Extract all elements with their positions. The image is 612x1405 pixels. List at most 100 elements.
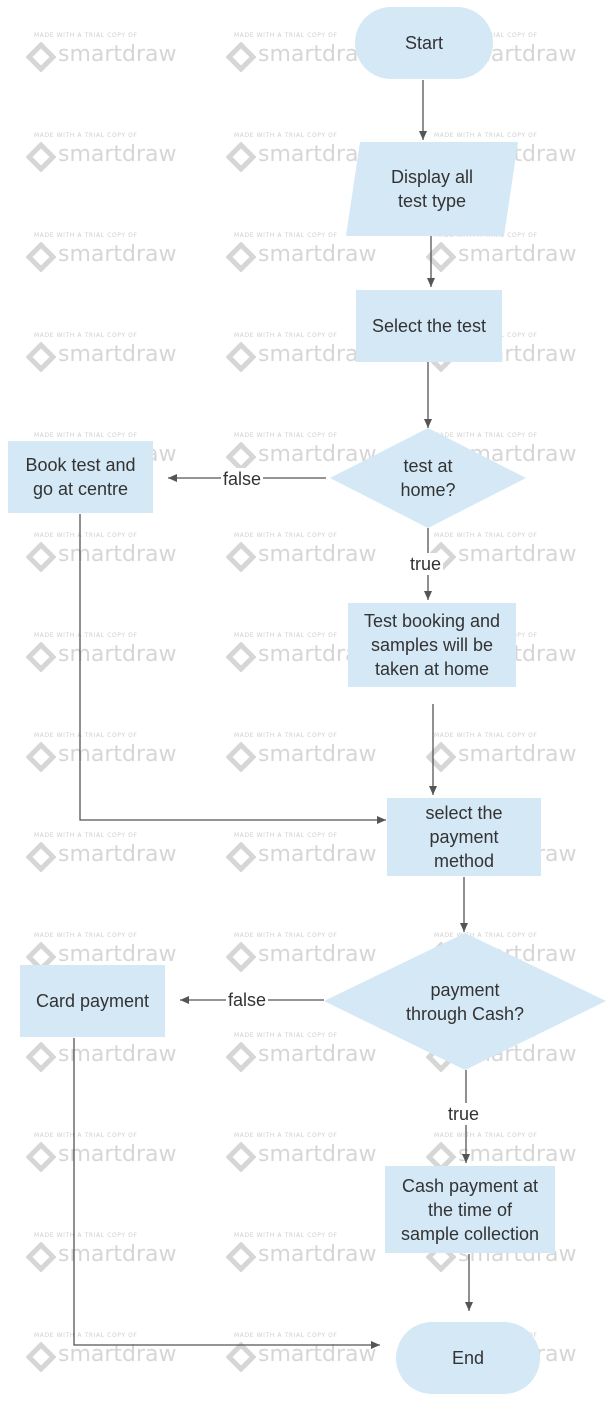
watermark-caption: MADE WITH A TRIAL COPY OF xyxy=(234,232,338,239)
smartdraw-logo-icon xyxy=(26,1242,56,1272)
watermark-caption: MADE WITH A TRIAL COPY OF xyxy=(434,732,538,739)
watermark-caption: MADE WITH A TRIAL COPY OF xyxy=(434,1132,538,1139)
watermark-caption: MADE WITH A TRIAL COPY OF xyxy=(434,932,538,939)
smartdraw-logo-icon xyxy=(26,342,56,372)
smartdraw-watermark: MADE WITH A TRIAL COPY OF smartdraw xyxy=(226,932,386,976)
watermark-caption: MADE WITH A TRIAL COPY OF xyxy=(234,1332,338,1339)
test-at-home-decision[interactable]: test at home? xyxy=(330,428,526,528)
smartdraw-logo-icon xyxy=(26,842,56,872)
watermark-caption: MADE WITH A TRIAL COPY OF xyxy=(434,132,538,139)
watermark-brand: smartdraw xyxy=(58,242,177,267)
watermark-caption: MADE WITH A TRIAL COPY OF xyxy=(34,432,138,439)
card-payment-label: Card payment xyxy=(35,991,150,1011)
edge-label-cash-false: false xyxy=(226,989,269,1011)
watermark-brand: smartdraw xyxy=(258,842,377,867)
edge-label-home-false: false xyxy=(221,468,264,490)
watermark-caption: MADE WITH A TRIAL COPY OF xyxy=(234,1132,338,1139)
watermark-caption: MADE WITH A TRIAL COPY OF xyxy=(234,1032,338,1039)
watermark-caption: MADE WITH A TRIAL COPY OF xyxy=(34,632,138,639)
watermark-caption: MADE WITH A TRIAL COPY OF xyxy=(234,932,338,939)
smartdraw-logo-icon xyxy=(226,1342,256,1372)
parallelogram-shape xyxy=(346,142,518,236)
smartdraw-logo-icon xyxy=(226,1042,256,1072)
smartdraw-logo-icon xyxy=(226,342,256,372)
watermark-brand: smartdraw xyxy=(458,242,577,267)
watermark-brand: smartdraw xyxy=(258,1042,377,1067)
smartdraw-watermark: MADE WITH A TRIAL COPY OF smartdraw xyxy=(226,832,386,876)
watermark-brand: smartdraw xyxy=(258,742,377,767)
cash-payment-label: Cash payment at the time of sample colle… xyxy=(400,1175,540,1244)
watermark-brand: smartdraw xyxy=(58,742,177,767)
smartdraw-watermark: MADE WITH A TRIAL COPY OF smartdraw xyxy=(26,132,186,176)
payment-method-node[interactable]: select the payment method xyxy=(387,798,541,876)
watermark-brand: smartdraw xyxy=(58,1242,177,1267)
connector-card-to-end xyxy=(73,1038,380,1349)
watermark-brand: smartdraw xyxy=(258,242,377,267)
watermark-caption: MADE WITH A TRIAL COPY OF xyxy=(234,832,338,839)
cash-payment-node[interactable]: Cash payment at the time of sample colle… xyxy=(385,1166,555,1253)
watermark-caption: MADE WITH A TRIAL COPY OF xyxy=(34,1132,138,1139)
book-test-centre-label: Book test and go at centre xyxy=(25,455,136,499)
smartdraw-logo-icon xyxy=(426,1242,456,1272)
watermark-caption: MADE WITH A TRIAL COPY OF xyxy=(34,732,138,739)
watermark-brand: smartdraw xyxy=(58,942,177,967)
connector-centre-to-payment xyxy=(79,514,386,824)
smartdraw-logo-icon xyxy=(226,142,256,172)
smartdraw-logo-icon xyxy=(226,942,256,972)
watermark-brand: smartdraw xyxy=(58,542,177,567)
diamond-shape xyxy=(330,428,526,528)
watermark-caption: MADE WITH A TRIAL COPY OF xyxy=(34,132,138,139)
smartdraw-logo-icon xyxy=(26,42,56,72)
smartdraw-logo-icon xyxy=(226,42,256,72)
home-booking-node[interactable]: Test booking and samples will be taken a… xyxy=(348,603,516,687)
watermark-caption: MADE WITH A TRIAL COPY OF xyxy=(234,532,338,539)
smartdraw-logo-icon xyxy=(26,1142,56,1172)
smartdraw-logo-icon xyxy=(426,242,456,272)
payment-cash-decision[interactable]: payment through Cash? xyxy=(324,933,606,1070)
select-test-node[interactable]: Select the test xyxy=(356,290,502,362)
watermark-brand: smartdraw xyxy=(258,1342,377,1367)
smartdraw-watermark: MADE WITH A TRIAL COPY OF smartdraw xyxy=(226,1032,386,1076)
card-payment-node[interactable]: Card payment xyxy=(20,965,165,1037)
watermark-caption: MADE WITH A TRIAL COPY OF xyxy=(34,1332,138,1339)
smartdraw-logo-icon xyxy=(226,1242,256,1272)
watermark-caption: MADE WITH A TRIAL COPY OF xyxy=(434,432,538,439)
smartdraw-logo-icon xyxy=(226,842,256,872)
watermark-caption: MADE WITH A TRIAL COPY OF xyxy=(234,632,338,639)
smartdraw-logo-icon xyxy=(226,1142,256,1172)
watermark-brand: smartdraw xyxy=(58,142,177,167)
end-terminal[interactable]: End xyxy=(396,1322,540,1394)
smartdraw-watermark: MADE WITH A TRIAL COPY OF smartdraw xyxy=(226,132,386,176)
edge-label-home-true: true xyxy=(408,553,444,575)
watermark-caption: MADE WITH A TRIAL COPY OF xyxy=(234,32,338,39)
watermark-caption: MADE WITH A TRIAL COPY OF xyxy=(34,332,138,339)
watermark-brand: smartdraw xyxy=(58,1042,177,1067)
start-terminal[interactable]: Start xyxy=(355,7,493,79)
end-label: End xyxy=(451,1348,485,1368)
watermark-brand: smartdraw xyxy=(258,942,377,967)
smartdraw-logo-icon xyxy=(26,542,56,572)
smartdraw-logo-icon xyxy=(26,242,56,272)
smartdraw-logo-icon xyxy=(226,542,256,572)
watermark-caption: MADE WITH A TRIAL COPY OF xyxy=(34,32,138,39)
watermark-brand: smartdraw xyxy=(458,742,577,767)
watermark-caption: MADE WITH A TRIAL COPY OF xyxy=(234,432,338,439)
smartdraw-watermark: MADE WITH A TRIAL COPY OF smartdraw xyxy=(226,1332,386,1376)
display-test-types-node[interactable]: Display all test type xyxy=(346,142,518,236)
watermark-brand: smartdraw xyxy=(58,42,177,67)
watermark-brand: smartdraw xyxy=(258,1242,377,1267)
watermark-brand: smartdraw xyxy=(258,142,377,167)
watermark-caption: MADE WITH A TRIAL COPY OF xyxy=(234,132,338,139)
book-test-centre-node[interactable]: Book test and go at centre xyxy=(8,441,153,513)
watermark-caption: MADE WITH A TRIAL COPY OF xyxy=(34,532,138,539)
watermark-caption: MADE WITH A TRIAL COPY OF xyxy=(34,832,138,839)
